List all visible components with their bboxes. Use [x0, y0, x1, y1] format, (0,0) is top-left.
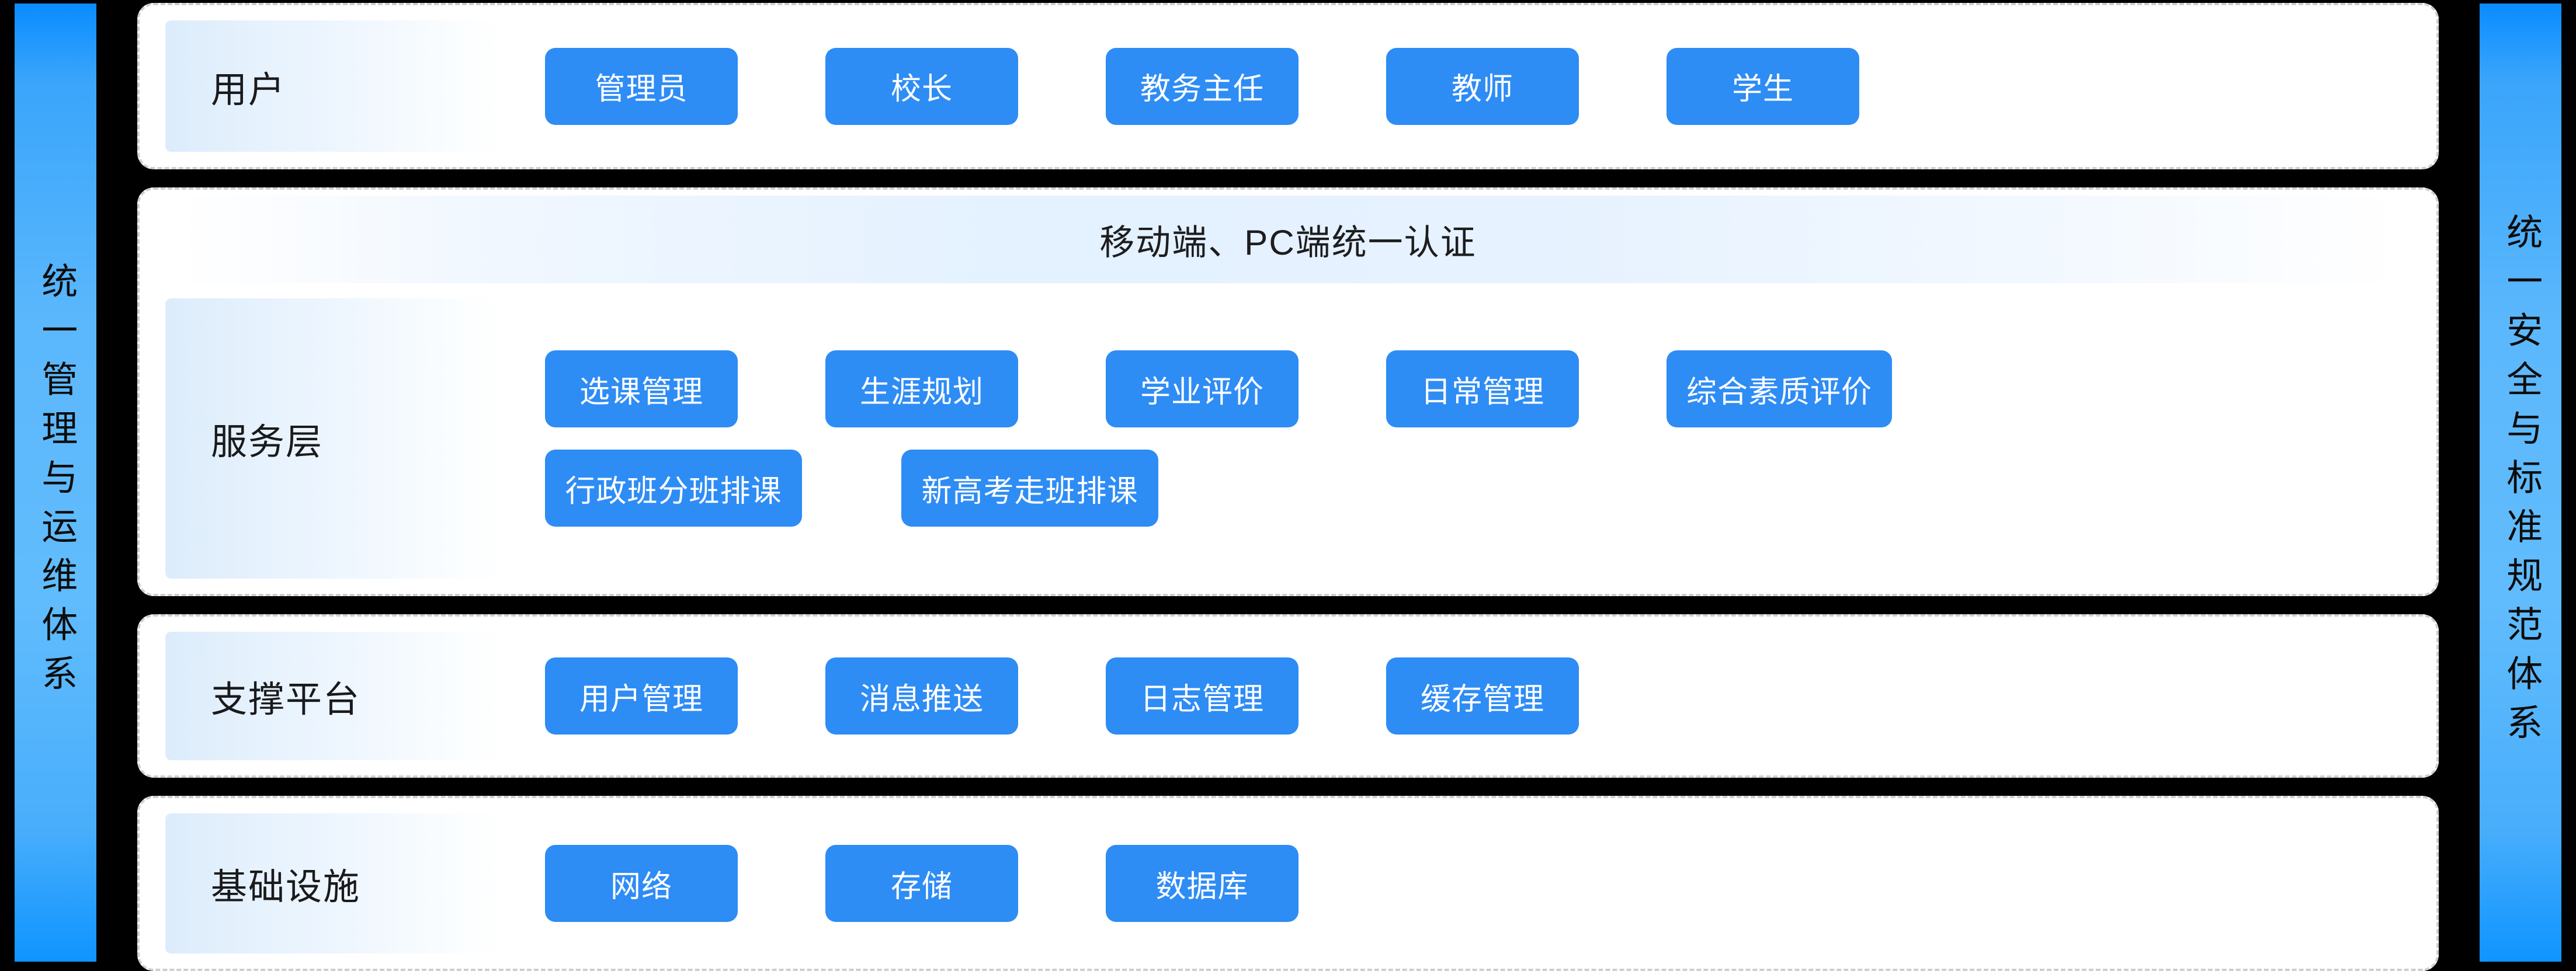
unified-auth-text: 移动端、PC端统一认证	[1099, 222, 1477, 262]
chip-gaokao-elective-scheduling[interactable]: 新高考走班排课	[901, 450, 1158, 527]
chip-area-service: 选课管理 生涯规划 学业评价 日常管理 综合素质评价 行政班分班排课 新高考走班…	[504, 283, 2436, 594]
chip-message-push[interactable]: 消息推送	[825, 657, 1018, 735]
chip-database[interactable]: 数据库	[1106, 845, 1299, 922]
layer-card-users: 用户 管理员 校长 教务主任 教师 学生	[137, 3, 2439, 169]
layer-label-infrastructure: 基础设施	[211, 867, 361, 907]
unified-auth-banner: 移动端、PC端统一认证	[175, 196, 2401, 283]
layer-body-service: 服务层 选课管理 生涯规划 学业评价 日常管理 综合素质评价 行政班分班排课 新…	[140, 283, 2436, 594]
chip-cache-management[interactable]: 缓存管理	[1386, 657, 1579, 735]
chip-daily-management[interactable]: 日常管理	[1386, 350, 1579, 427]
layer-body-users: 用户 管理员 校长 教务主任 教师 学生	[140, 5, 2436, 167]
layer-card-support: 支撑平台 用户管理 消息推送 日志管理 缓存管理	[137, 614, 2439, 778]
chip-row-service-2: 行政班分班排课 新高考走班排课	[545, 450, 2419, 527]
chip-area-infrastructure: 网络 存储 数据库	[504, 798, 2436, 969]
chip-admin-class-scheduling[interactable]: 行政班分班排课	[545, 450, 802, 527]
left-banner-text: 统一管理与运维体系	[36, 262, 77, 704]
chip-user-management[interactable]: 用户管理	[545, 657, 738, 735]
layer-card-infrastructure: 基础设施 网络 存储 数据库	[137, 796, 2439, 971]
chip-principal[interactable]: 校长	[825, 47, 1018, 125]
chip-row-infrastructure-1: 网络 存储 数据库	[545, 845, 2419, 922]
layer-body-infrastructure: 基础设施 网络 存储 数据库	[140, 798, 2436, 969]
layer-label-users: 用户	[211, 69, 286, 110]
right-vertical-banner: 统一安全与标准规范体系	[2480, 4, 2561, 962]
chip-academic-evaluation[interactable]: 学业评价	[1106, 350, 1299, 427]
layer-body-support: 支撑平台 用户管理 消息推送 日志管理 缓存管理	[140, 617, 2436, 775]
chip-admin[interactable]: 管理员	[545, 47, 738, 125]
chip-row-support-1: 用户管理 消息推送 日志管理 缓存管理	[545, 657, 2419, 735]
chip-course-selection[interactable]: 选课管理	[545, 350, 738, 427]
layer-label-panel-users: 用户	[165, 20, 504, 152]
chip-academic-director[interactable]: 教务主任	[1106, 47, 1299, 125]
chip-log-management[interactable]: 日志管理	[1106, 657, 1299, 735]
chip-comprehensive-quality-evaluation[interactable]: 综合素质评价	[1667, 350, 1893, 427]
layer-label-support: 支撑平台	[211, 680, 361, 720]
chip-storage[interactable]: 存储	[825, 845, 1018, 922]
chip-network[interactable]: 网络	[545, 845, 738, 922]
chip-row-service-1: 选课管理 生涯规划 学业评价 日常管理 综合素质评价	[545, 350, 2419, 427]
chip-area-users: 管理员 校长 教务主任 教师 学生	[504, 5, 2436, 167]
layer-label-panel-service: 服务层	[165, 298, 504, 579]
chip-career-planning[interactable]: 生涯规划	[825, 350, 1018, 427]
right-banner-text: 统一安全与标准规范体系	[2501, 213, 2542, 753]
chip-teacher[interactable]: 教师	[1386, 47, 1579, 125]
layer-card-service: 移动端、PC端统一认证 服务层 选课管理 生涯规划 学业评价 日常管理 综合素质…	[137, 187, 2439, 596]
layer-stack: 用户 管理员 校长 教务主任 教师 学生 移动端、PC端统一认证	[137, 0, 2439, 971]
left-vertical-banner: 统一管理与运维体系	[15, 4, 96, 962]
chip-student[interactable]: 学生	[1667, 47, 1859, 125]
layer-label-panel-support: 支撑平台	[165, 632, 504, 760]
layer-label-panel-infrastructure: 基础设施	[165, 813, 504, 953]
layer-label-service: 服务层	[211, 422, 324, 462]
chip-row-users-1: 管理员 校长 教务主任 教师 学生	[545, 47, 2419, 125]
chip-area-support: 用户管理 消息推送 日志管理 缓存管理	[504, 617, 2436, 775]
